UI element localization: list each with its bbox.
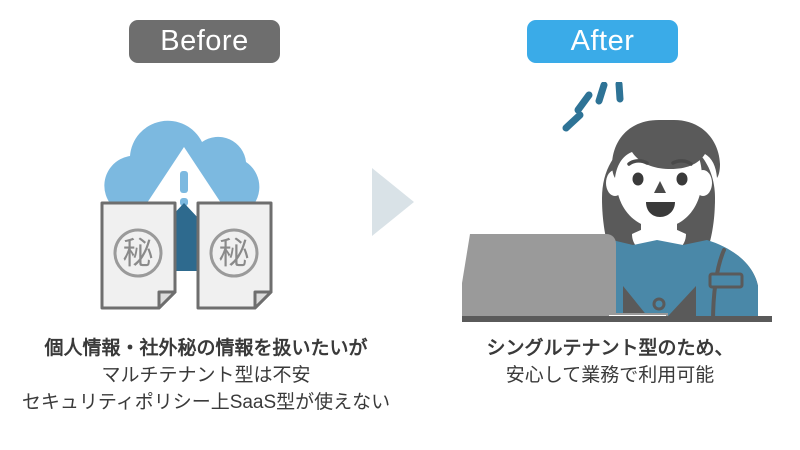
sparkle-lines-icon <box>562 82 624 132</box>
desk-line <box>462 316 772 322</box>
hair-front <box>612 120 720 178</box>
before-illustration: 秘 秘 <box>100 120 273 310</box>
mouth <box>646 202 675 217</box>
document-icon: 秘 <box>100 201 177 310</box>
caption-before-line-3: セキュリティポリシー上SaaS型が使えない <box>21 391 391 413</box>
ear-left <box>606 170 624 196</box>
caption-after-line-1: シングルテナント型のため、 <box>486 338 734 359</box>
caption-after-line-2: 安心して業務で利用可能 <box>505 364 715 386</box>
ear-right <box>694 170 712 196</box>
warning-triangle-icon <box>146 147 222 216</box>
document-stamp-2: 秘 <box>219 236 250 272</box>
cardigan-button <box>652 297 666 311</box>
laptop-icon <box>470 234 616 320</box>
triangle-right-icon <box>372 168 414 236</box>
laptop-hinge <box>462 234 470 320</box>
badge-after-label: After <box>570 25 635 57</box>
eye-right <box>676 172 688 186</box>
eyebrow-left <box>627 159 649 166</box>
eyebrow-right <box>671 159 693 166</box>
badge-before: Before <box>129 20 280 63</box>
badge-after: After <box>527 20 678 63</box>
cardigan-right <box>657 240 758 322</box>
caption-before: 個人情報・社外秘の情報を扱いたいが マルチテナント型は不安 セキュリティポリシー… <box>0 336 412 417</box>
nose <box>654 181 666 193</box>
document-icon: 秘 <box>196 201 273 310</box>
after-illustration <box>462 82 772 322</box>
badge-before-label: Before <box>160 25 249 57</box>
document-stamp-1: 秘 <box>123 236 154 272</box>
caption-before-line-2: マルチテナント型は不安 <box>101 364 311 386</box>
name-badge <box>708 272 744 289</box>
eye-left <box>632 172 644 186</box>
caption-after: シングルテナント型のため、 安心して業務で利用可能 <box>420 336 800 390</box>
caption-before-line-1: 個人情報・社外秘の情報を扱いたいが <box>44 338 368 359</box>
